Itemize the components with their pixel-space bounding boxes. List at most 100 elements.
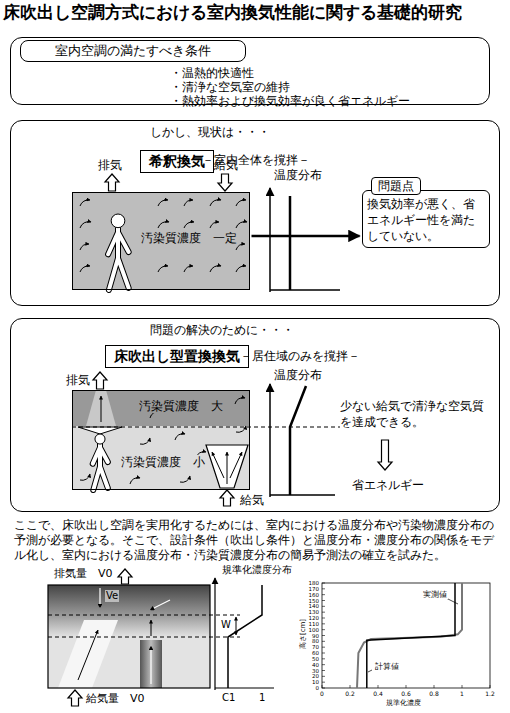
illustration-shape (378, 685, 379, 688)
illustration-shape (175, 434, 185, 440)
condition-panel: 室内空調の満たすべき条件・温熱的快適性・清浄な空気室の維持・熱効率および換気効率… (10, 37, 490, 105)
illustration-shape (228, 585, 262, 688)
illustration-shape (158, 266, 168, 272)
illustration-shape (322, 670, 325, 671)
illustration-shape (322, 583, 490, 688)
illustration-shape (214, 578, 215, 690)
node-text: 問題の解決のために・・・ (150, 323, 294, 337)
tick-label: 110 (300, 621, 319, 628)
illustration-shape (68, 690, 82, 706)
tick-label: 150 (300, 598, 319, 605)
node-text: ・清浄な空気室の維持 (170, 80, 290, 94)
illustration-shape (184, 266, 193, 272)
tick-label: 30 (300, 668, 319, 675)
dimension-label: W (221, 619, 231, 631)
node-text: 汚染質濃度 一定 (139, 231, 239, 245)
illustration-shape (72, 390, 250, 426)
illustration-shape (108, 228, 129, 290)
illustration-shape (184, 200, 193, 206)
node-text: しかし、現状は・・・ (150, 125, 270, 139)
body-paragraph: ここで、床吹出し空調を実用化するためには、室内における温度分布や汚染物濃度分布の… (14, 518, 504, 563)
tick-label: 80 (300, 638, 319, 645)
symbol-label: Ve (105, 590, 119, 602)
illustration-shape (210, 266, 221, 272)
illustration-shape (269, 384, 271, 497)
illustration-shape (322, 583, 325, 584)
illustration-shape (184, 222, 194, 228)
illustration-shape (218, 174, 232, 191)
method-heading: 床吹出し型置換換気 (105, 345, 249, 368)
tick-label: 170 (300, 586, 319, 593)
illustration-shape (406, 685, 407, 688)
room-box: 汚染質濃度 大汚染質濃度 小 (72, 390, 250, 490)
node-text: ・温熱的快適性 (170, 66, 254, 80)
illustration-shape (80, 200, 90, 206)
illustration-shape (158, 222, 169, 228)
illustration-shape (322, 685, 323, 688)
illustration-shape (72, 427, 340, 428)
illustration-shape (80, 474, 90, 480)
tick-label: 0.8 (426, 690, 442, 697)
illustration-shape (322, 623, 325, 624)
flow-label: 排気量 V0 (54, 567, 113, 580)
heading-text: 希釈換気 (149, 153, 205, 170)
illustration-shape (78, 427, 122, 434)
illustration-shape (322, 647, 325, 648)
illustration-shape (210, 222, 219, 228)
heading-text: 床吹出し型置換換気 (114, 348, 240, 365)
illustration-shape (269, 188, 271, 292)
tick-label: 70 (300, 644, 319, 651)
illustration-shape (130, 478, 140, 484)
illustration-shape (322, 676, 325, 677)
node-text: 汚染質濃度 小 (119, 455, 207, 469)
illustration-shape (140, 438, 150, 444)
tick-label: 180 (300, 580, 319, 587)
illustration-shape (48, 615, 210, 637)
illustration-shape (236, 200, 246, 206)
illustration-shape (93, 444, 108, 490)
illustration-shape (434, 685, 435, 688)
illustration-shape (111, 214, 125, 228)
tick-label: 60 (300, 650, 319, 657)
illustration-shape (236, 222, 247, 228)
axis-label: 温度分布 (274, 168, 322, 182)
axis-label: 温度分布 (274, 368, 322, 382)
illustration-shape (48, 585, 210, 615)
series-label: 計算値 (374, 662, 400, 671)
illustration-shape (151, 620, 152, 636)
axis-title: 規準化濃度 (386, 699, 421, 707)
tick-label: 0 (300, 685, 319, 692)
illustration-shape (322, 635, 325, 636)
flow-label: 排気 (66, 373, 90, 387)
tick-label: 0.6 (398, 690, 414, 697)
illustration-shape (105, 174, 119, 191)
illustration-shape (150, 600, 170, 610)
illustration-shape (322, 629, 325, 630)
illustration-shape (322, 583, 490, 688)
illustration-shape (350, 685, 351, 688)
tick-label: C1 (222, 692, 235, 704)
solution-panel: 床吹出し型置換換気汚染質濃度 大汚染質濃度 小問題の解決のために・・・－居住域の… (10, 318, 500, 512)
illustration-shape (140, 640, 162, 688)
tick-label: 1 (259, 692, 265, 704)
flow-arrow (252, 235, 360, 238)
illustration-shape (80, 398, 246, 484)
tick-label: 0.2 (342, 690, 358, 697)
illustration-shape (48, 615, 240, 616)
tick-label: 1 (454, 690, 470, 697)
illustration-shape (322, 641, 325, 642)
tick-label: 50 (300, 656, 319, 663)
note-text: 少ない給気で清浄な空気質を達成できる。 (340, 398, 492, 430)
illustration-shape (322, 664, 325, 665)
tick-label: 1.2 (482, 690, 498, 697)
tick-label: 0.4 (370, 690, 386, 697)
panel-heading: 室内空調の満たすべき条件 (20, 40, 246, 62)
illustration-shape (270, 289, 340, 291)
tick-label: 100 (300, 627, 319, 634)
illustration-shape (490, 685, 491, 688)
illustration-shape (108, 214, 129, 290)
tick-label: 40 (300, 662, 319, 669)
illustration-shape (210, 200, 221, 206)
illustration-shape (58, 620, 118, 688)
illustration-shape (80, 266, 90, 272)
